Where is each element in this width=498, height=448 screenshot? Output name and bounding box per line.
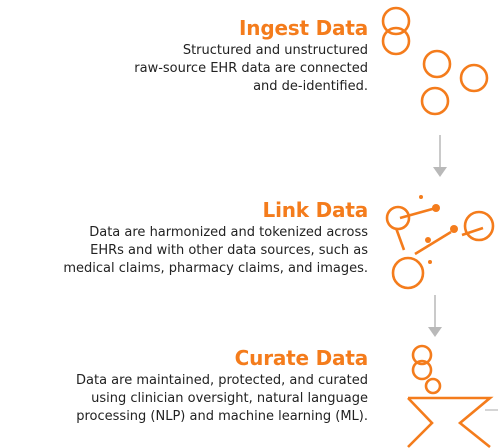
step-link-data: Link Data Data are harmonized and tokeni… (0, 198, 368, 278)
step-description: Data are harmonized and tokenized across… (0, 224, 368, 278)
step-title: Curate Data (234, 346, 369, 370)
description-line: Data are maintained, protected, and cura… (76, 373, 368, 388)
step-description: Data are maintained, protected, and cura… (0, 372, 368, 426)
description-line: using clinician oversight, natural langu… (91, 391, 368, 406)
description-line: raw-source EHR data are connected (134, 61, 368, 76)
step-curate-data: Curate Data Data are maintained, protect… (0, 346, 368, 426)
step-ingest-data: Ingest Data Structured and unstructured … (28, 16, 368, 96)
description-line: medical claims, pharmacy claims, and ima… (63, 261, 368, 276)
step-description: Structured and unstructured raw-source E… (28, 42, 368, 96)
down-arrow-icon (433, 135, 447, 177)
step-title: Link Data (262, 198, 369, 222)
network-nodes-icon (385, 195, 495, 290)
step-title: Ingest Data (239, 16, 368, 40)
description-line: and de-identified. (253, 79, 368, 94)
stacked-circles-icon (381, 6, 489, 116)
funnel-filter-icon (407, 344, 498, 448)
description-line: EHRs and with other data sources, such a… (90, 243, 368, 258)
down-arrow-icon (428, 295, 442, 337)
description-line: Structured and unstructured (182, 43, 368, 58)
description-line: Data are harmonized and tokenized across (89, 225, 368, 240)
description-line: processing (NLP) and machine learning (M… (76, 409, 368, 424)
